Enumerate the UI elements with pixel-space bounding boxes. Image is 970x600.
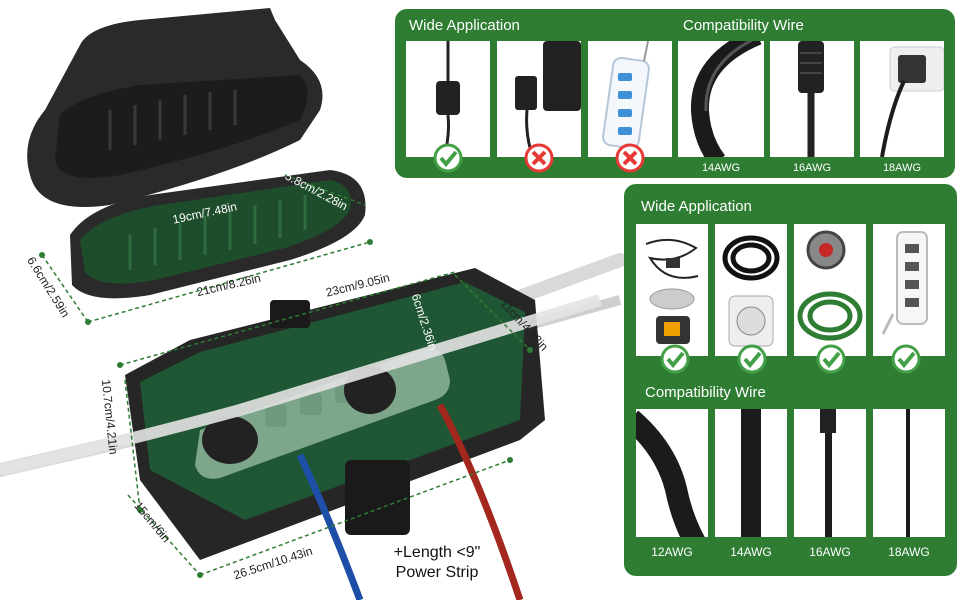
wall-outlet-icon [880,46,944,157]
tile-wire-16awg-top [770,41,854,157]
tile-av-cables [636,224,708,356]
laptop-charger-icon [515,41,581,157]
right-panel-title-top: Wide Application [641,198,752,215]
tile-wire-14awg-top [678,41,764,157]
tile-power-strip [588,41,672,157]
check-icon [816,344,846,374]
wire-icon [906,409,910,537]
check-icon [737,344,767,374]
top-panel-title-left: Wide Application [409,17,520,34]
wire-label-12awg: 12AWG [651,545,693,559]
thick-wire-icon [636,410,705,537]
tile-cord-reel [794,224,866,356]
tile-wire-14awg [715,409,787,537]
open-case-base-green [80,180,351,284]
check-icon [660,344,690,374]
strip-length-note: +Length <9" Power Strip [378,543,496,583]
dimension-dots [39,239,533,578]
top-application-panel: Wide Application Compatibility Wire [395,9,955,178]
wire-icon [820,409,836,537]
cord-reel-icon [797,230,863,341]
wire-label-16awg-top: 16AWG [792,162,832,174]
tile-wire-18awg [873,409,945,537]
right-panel-title-bottom: Compatibility Wire [645,384,766,401]
tile-extension-cord [715,224,787,356]
tile-power-adapter [406,41,490,157]
strip-length-line2: Power Strip [395,564,479,581]
wire-label-18awg-top: 18AWG [882,162,922,174]
box-latch-top [270,300,310,328]
cross-icon [615,143,645,173]
cross-icon [524,143,554,173]
tile-wire-16awg [794,409,866,537]
check-icon [433,143,463,173]
av-cable-icon [645,238,699,344]
tile-wire-18awg-top [860,41,944,157]
tile-surge-protector [873,224,945,356]
wire-label-16awg: 16AWG [809,545,851,559]
plug-wire-icon [798,41,824,157]
power-strip-icon [602,41,650,150]
top-panel-title-right: Compatibility Wire [683,17,804,34]
lid-ribs [108,90,237,150]
open-case-lid-inner [55,75,308,178]
strip-length-line1: +Length <9" [393,544,481,561]
check-icon [891,344,921,374]
coiled-cord-icon [722,235,780,347]
wire-label-14awg-top: 14AWG [701,162,741,174]
power-adapter-icon [436,41,460,157]
tile-laptop-charger [497,41,581,157]
thick-wire-icon [690,41,762,157]
wire-icon [741,409,761,537]
red-cable [436,403,524,600]
wire-label-14awg: 14AWG [730,545,772,559]
surge-protector-icon [881,231,928,335]
plug-left [202,416,258,464]
box-latch-front [345,460,410,535]
right-application-panel: Wide Application [624,184,957,576]
base-ribs [128,195,307,270]
blue-cable [296,453,364,600]
tile-wire-12awg [636,409,708,537]
wire-label-18awg: 18AWG [888,545,930,559]
